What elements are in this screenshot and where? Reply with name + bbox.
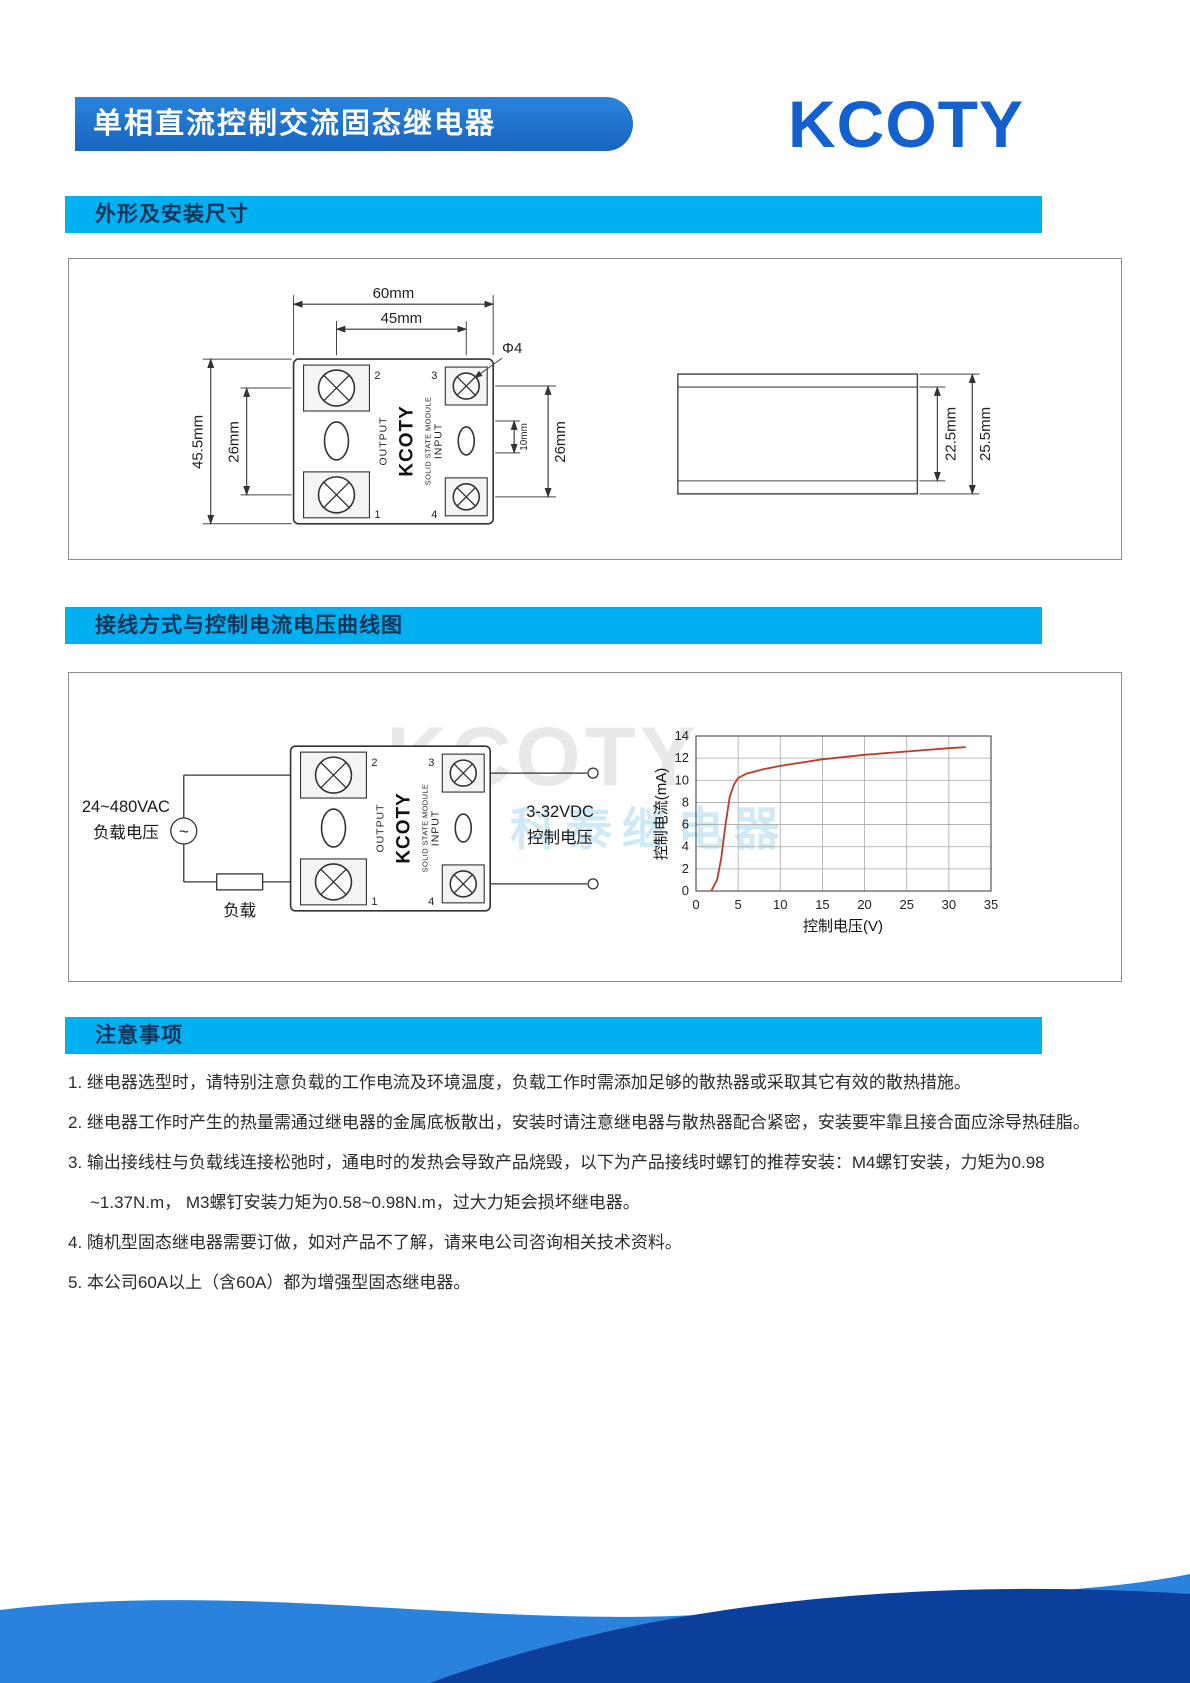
dim-side-body-height: 22.5mm	[942, 407, 959, 461]
note-item: 5. 本公司60A以上（含60A）都为增强型固态继电器。	[68, 1273, 471, 1292]
svg-text:5: 5	[735, 897, 742, 912]
dim-hole-diameter: Φ4	[502, 340, 522, 357]
svg-text:0: 0	[692, 897, 699, 912]
chart-tick-labels: 0 5 10 15 20 25 30 35 0 2 4 6 8 10 12 14	[675, 728, 999, 912]
load-voltage-label: 负载电压	[93, 824, 159, 842]
dim-overall-width: 60mm	[373, 285, 415, 302]
dim-right-offset: 10mm	[519, 423, 530, 451]
section-banner-dimensions: 外形及安装尺寸	[65, 196, 1042, 233]
load-voltage-value: 24~480VAC	[82, 798, 170, 816]
note-item: 4. 随机型固态继电器需要订做，如对产品不了解，请来电公司咨询相关技术资料。	[68, 1233, 682, 1252]
svg-text:0: 0	[682, 883, 689, 898]
load-label: 负载	[223, 902, 256, 920]
section-title-wiring: 接线方式与控制电流电压曲线图	[95, 614, 403, 637]
control-terminal-minus	[587, 878, 599, 890]
svg-text:2: 2	[682, 861, 689, 876]
load-circuit	[170, 774, 291, 891]
control-voltage-value: 3-32VDC	[526, 803, 594, 821]
note-item-continuation: ~1.37N.m， M3螺钉安装力矩为0.58~0.98N.m，过大力矩会损坏继…	[90, 1193, 640, 1212]
section-banner-notes: 注意事项	[65, 1017, 1042, 1054]
watermark-cn: 科泰继电器	[510, 803, 789, 855]
control-voltage-label: 控制电压	[527, 829, 593, 847]
dimension-drawing: 60mm 45mm Φ4 45.5mm 26mm	[190, 285, 994, 525]
note-item: 1. 继电器选型时，请特别注意负载的工作电流及环境温度，负载工作时需添加足够的散…	[68, 1073, 971, 1092]
dim-overall-height: 45.5mm	[190, 415, 207, 469]
chart-y-axis-label: 控制电流(mA)	[653, 768, 670, 861]
control-curve-chart: 0 5 10 15 20 25 30 35 0 2 4 6 8 10 12 14 控制电流(mA) 控制电压(…	[653, 728, 999, 935]
svg-text:6: 6	[682, 817, 689, 832]
ac-symbol: ~	[179, 822, 189, 841]
svg-text:15: 15	[815, 897, 829, 912]
chart-curve	[710, 746, 966, 892]
dimension-lines-side: 22.5mm 25.5mm	[919, 373, 994, 495]
ssr-module-wiring-view	[289, 745, 491, 912]
dim-side-overall-height: 25.5mm	[977, 407, 994, 461]
section-banner-wiring: 接线方式与控制电流电压曲线图	[65, 607, 1042, 644]
section-title-notes: 注意事项	[95, 1024, 183, 1047]
control-terminal-plus	[587, 767, 599, 779]
chart-frame	[695, 735, 992, 892]
svg-text:35: 35	[984, 897, 998, 912]
footer-wave	[0, 1574, 1190, 1683]
ac-source-icon	[170, 817, 198, 845]
header-banner: 单相直流控制交流固态继电器	[75, 97, 633, 151]
dim-hole-span: 45mm	[381, 310, 423, 327]
dim-right-pitch: 26mm	[552, 421, 569, 463]
svg-text:10: 10	[675, 772, 689, 787]
dimension-lines-front: 60mm 45mm Φ4 45.5mm 26mm	[190, 285, 569, 525]
svg-text:10: 10	[773, 897, 787, 912]
wiring-drawing: KCOTY 科泰继电器 ~ 24~480VAC 负载电压 负载	[82, 709, 789, 920]
chart-grid	[695, 735, 992, 892]
section-title-dimensions: 外形及安装尺寸	[95, 203, 249, 226]
svg-text:14: 14	[675, 728, 689, 743]
svg-text:20: 20	[857, 897, 871, 912]
svg-text:4: 4	[682, 839, 689, 854]
ssr-module-front-view	[292, 358, 494, 525]
svg-text:25: 25	[899, 897, 913, 912]
page-title: 单相直流控制交流固态继电器	[93, 108, 497, 140]
svg-text:8: 8	[682, 794, 689, 809]
load-resistor	[216, 873, 264, 891]
side-view-drawing	[677, 373, 919, 495]
svg-text:12: 12	[675, 750, 689, 765]
dim-left-pitch: 26mm	[226, 421, 243, 463]
control-circuit	[490, 767, 599, 890]
note-item: 2. 继电器工作时产生的热量需通过继电器的金属底板散出，安装时请注意继电器与散热…	[68, 1113, 1090, 1132]
notes-list: 1. 继电器选型时，请特别注意负载的工作电流及环境温度，负载工作时需添加足够的散…	[68, 1063, 1122, 1303]
dimension-diagram-box: 60mm 45mm Φ4 45.5mm 26mm	[68, 258, 1122, 560]
wiring-diagram-box: KCOTY 科泰继电器 ~ 24~480VAC 负载电压 负载	[68, 672, 1122, 982]
svg-text:30: 30	[942, 897, 956, 912]
note-item: 3. 输出接线柱与负载线连接松弛时，通电时的发热会导致产品烧毁，以下为产品接线时…	[68, 1153, 1045, 1172]
brand-logo: KCOTY	[788, 87, 1024, 161]
chart-x-axis-label: 控制电压(V)	[803, 918, 883, 935]
